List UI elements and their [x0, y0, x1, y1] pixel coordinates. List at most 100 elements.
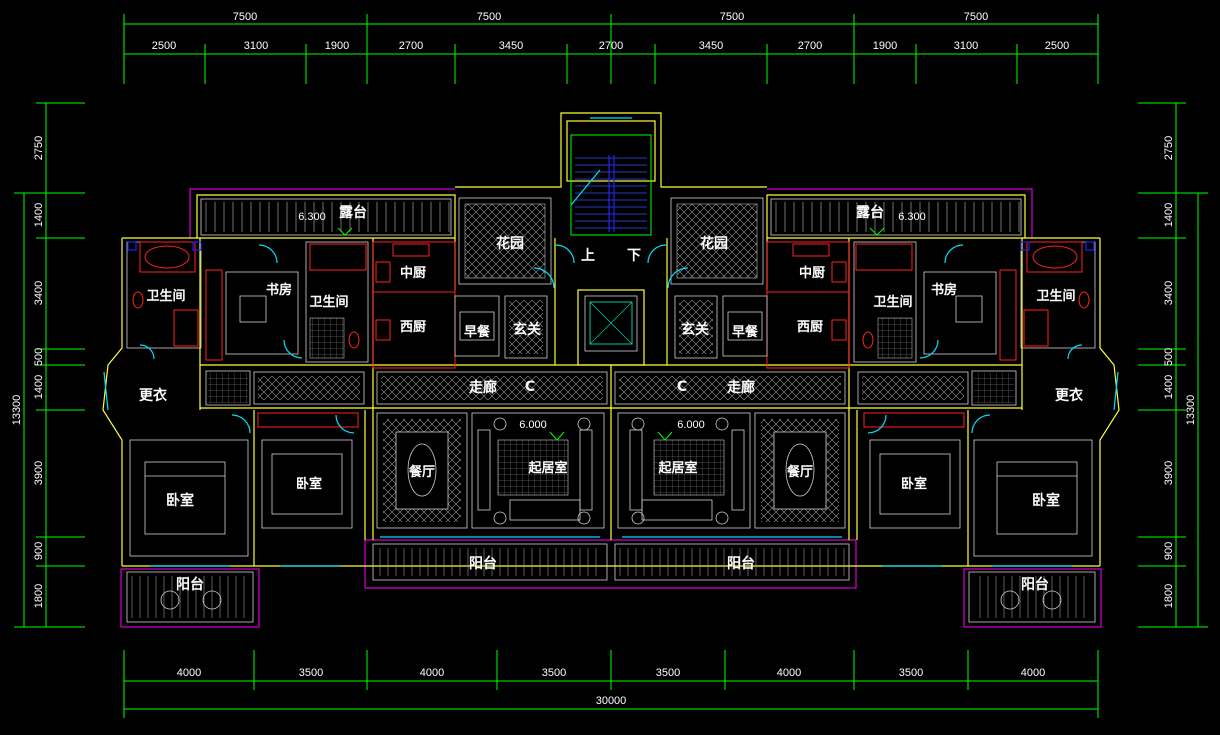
small-bath-left	[305, 241, 369, 363]
dim-left-total: 13300	[11, 395, 23, 426]
right-dimension-labels: 2750 1400 3400 500 1400 3900 900 1800 13…	[1163, 136, 1197, 608]
label-elevation-living-left: 6.000	[519, 419, 547, 431]
kitchen-left	[372, 241, 456, 369]
dim-right-6: 3900	[1163, 461, 1175, 485]
dim-left-5: 1400	[33, 375, 45, 399]
foyer-right	[674, 295, 718, 359]
building-outline	[120, 188, 1102, 628]
label-balcony-center-left: 阳台	[469, 555, 497, 572]
label-stair-up: 上	[581, 248, 595, 264]
dim-bottom-8: 4000	[1021, 667, 1045, 679]
bedroom-left-inner	[257, 412, 359, 529]
label-bedroom-left-inner: 卧室	[296, 476, 322, 492]
bottom-dimension-lines	[123, 650, 1099, 718]
dim-top-major-4: 7500	[964, 11, 988, 23]
bathroom-right	[1020, 241, 1096, 349]
elevator	[584, 295, 638, 352]
label-breakfast-left: 早餐	[464, 324, 491, 340]
dim-top-minor-6: 2700	[599, 40, 623, 52]
label-dressing-left: 更衣	[139, 387, 168, 404]
corridor-left	[205, 370, 608, 406]
label-study-right: 书房	[931, 282, 957, 298]
dim-left-3: 3400	[33, 281, 45, 305]
dim-bottom-1: 4000	[177, 667, 201, 679]
label-bedroom-left-outer: 卧室	[166, 492, 194, 509]
label-foyer-left: 玄关	[513, 321, 541, 338]
top-major-dimension-labels: 7500 7500 7500 7500	[233, 11, 988, 23]
label-small-bath-right: 卫生间	[873, 294, 912, 310]
dim-right-4: 500	[1163, 348, 1175, 366]
dim-right-8: 1800	[1163, 584, 1175, 608]
dim-top-minor-10: 3100	[954, 40, 978, 52]
label-middle-kitchen-right: 中厨	[799, 265, 825, 281]
room-labels: 露台 露台 6.300 6.300 花园 花园 上 下 中厨 中厨 西厨 西厨 …	[139, 204, 1084, 593]
dim-left-1: 2750	[33, 136, 45, 160]
dim-right-3: 3400	[1163, 281, 1175, 305]
dim-bottom-7: 3500	[899, 667, 923, 679]
dim-top-major-1: 7500	[233, 11, 257, 23]
label-dining-left: 餐厅	[408, 464, 435, 480]
label-corridor-mark-right: C	[677, 379, 687, 395]
label-bathroom-left: 卫生间	[146, 288, 185, 304]
label-dining-right: 餐厅	[786, 464, 813, 480]
dim-left-7: 900	[33, 542, 45, 560]
dim-top-major-2: 7500	[477, 11, 501, 23]
label-stair-down: 下	[627, 248, 641, 264]
bottom-dimension-labels: 4000 3500 4000 3500 3500 4000 3500 4000 …	[177, 667, 1045, 707]
dim-left-4: 500	[33, 348, 45, 366]
balcony-right	[968, 571, 1096, 623]
dim-bottom-4: 3500	[542, 667, 566, 679]
label-garden-left: 花园	[496, 235, 524, 252]
door-swings	[139, 244, 1083, 434]
living-right	[617, 412, 751, 529]
bedroom-right-outer	[973, 439, 1093, 557]
staircase	[570, 134, 652, 236]
label-corridor-mark-left: C	[525, 379, 535, 395]
dim-right-total: 13300	[1185, 395, 1197, 426]
dim-right-7: 900	[1163, 542, 1175, 560]
bedroom-left-outer	[129, 439, 249, 557]
label-small-bath-left: 卫生间	[309, 294, 348, 310]
label-terrace-left: 露台	[339, 204, 367, 221]
breakfast-left	[454, 295, 500, 357]
label-western-kitchen-left: 西厨	[400, 320, 426, 335]
terrace-right	[770, 198, 1022, 236]
dim-bottom-6: 4000	[777, 667, 801, 679]
label-living-left: 起居室	[527, 460, 567, 476]
balcony-center-right	[614, 543, 850, 581]
dim-right-5: 1400	[1163, 375, 1175, 399]
label-elevation-terrace-left: 6.300	[298, 211, 326, 223]
kitchen-right	[766, 241, 850, 369]
dining-left	[376, 412, 468, 529]
foyer-left	[504, 295, 548, 359]
label-corridor-left: 走廊	[469, 379, 497, 396]
dim-top-minor-4: 2700	[399, 40, 423, 52]
study-left	[205, 269, 299, 361]
corridor-right	[614, 370, 1017, 406]
study-right	[923, 269, 1017, 361]
label-study-left: 书房	[266, 282, 292, 298]
label-foyer-right: 玄关	[681, 321, 709, 338]
label-bedroom-right-outer: 卧室	[1032, 492, 1060, 509]
dining-right	[754, 412, 846, 529]
balcony-left	[126, 571, 254, 623]
elevation-markers	[337, 227, 885, 441]
label-elevation-terrace-right: 6.300	[898, 211, 926, 223]
garden-right	[670, 197, 764, 285]
label-middle-kitchen-left: 中厨	[400, 265, 426, 281]
label-balcony-center-right: 阳台	[727, 555, 755, 572]
terrace-left	[200, 198, 452, 236]
dim-bottom-2: 3500	[299, 667, 323, 679]
dim-left-8: 1800	[33, 584, 45, 608]
top-minor-dimension-labels: 2500 3100 1900 2700 3450 2700 3450 2700 …	[152, 40, 1069, 52]
label-elevation-living-right: 6.000	[677, 419, 705, 431]
dim-top-minor-1: 2500	[152, 40, 176, 52]
breakfast-right	[722, 295, 768, 357]
living-left	[471, 412, 605, 529]
dim-top-minor-9: 1900	[873, 40, 897, 52]
label-balcony-right: 阳台	[1021, 576, 1049, 593]
balcony-center-left	[372, 543, 608, 581]
left-dimension-lines	[14, 102, 85, 628]
dim-top-major-3: 7500	[720, 11, 744, 23]
